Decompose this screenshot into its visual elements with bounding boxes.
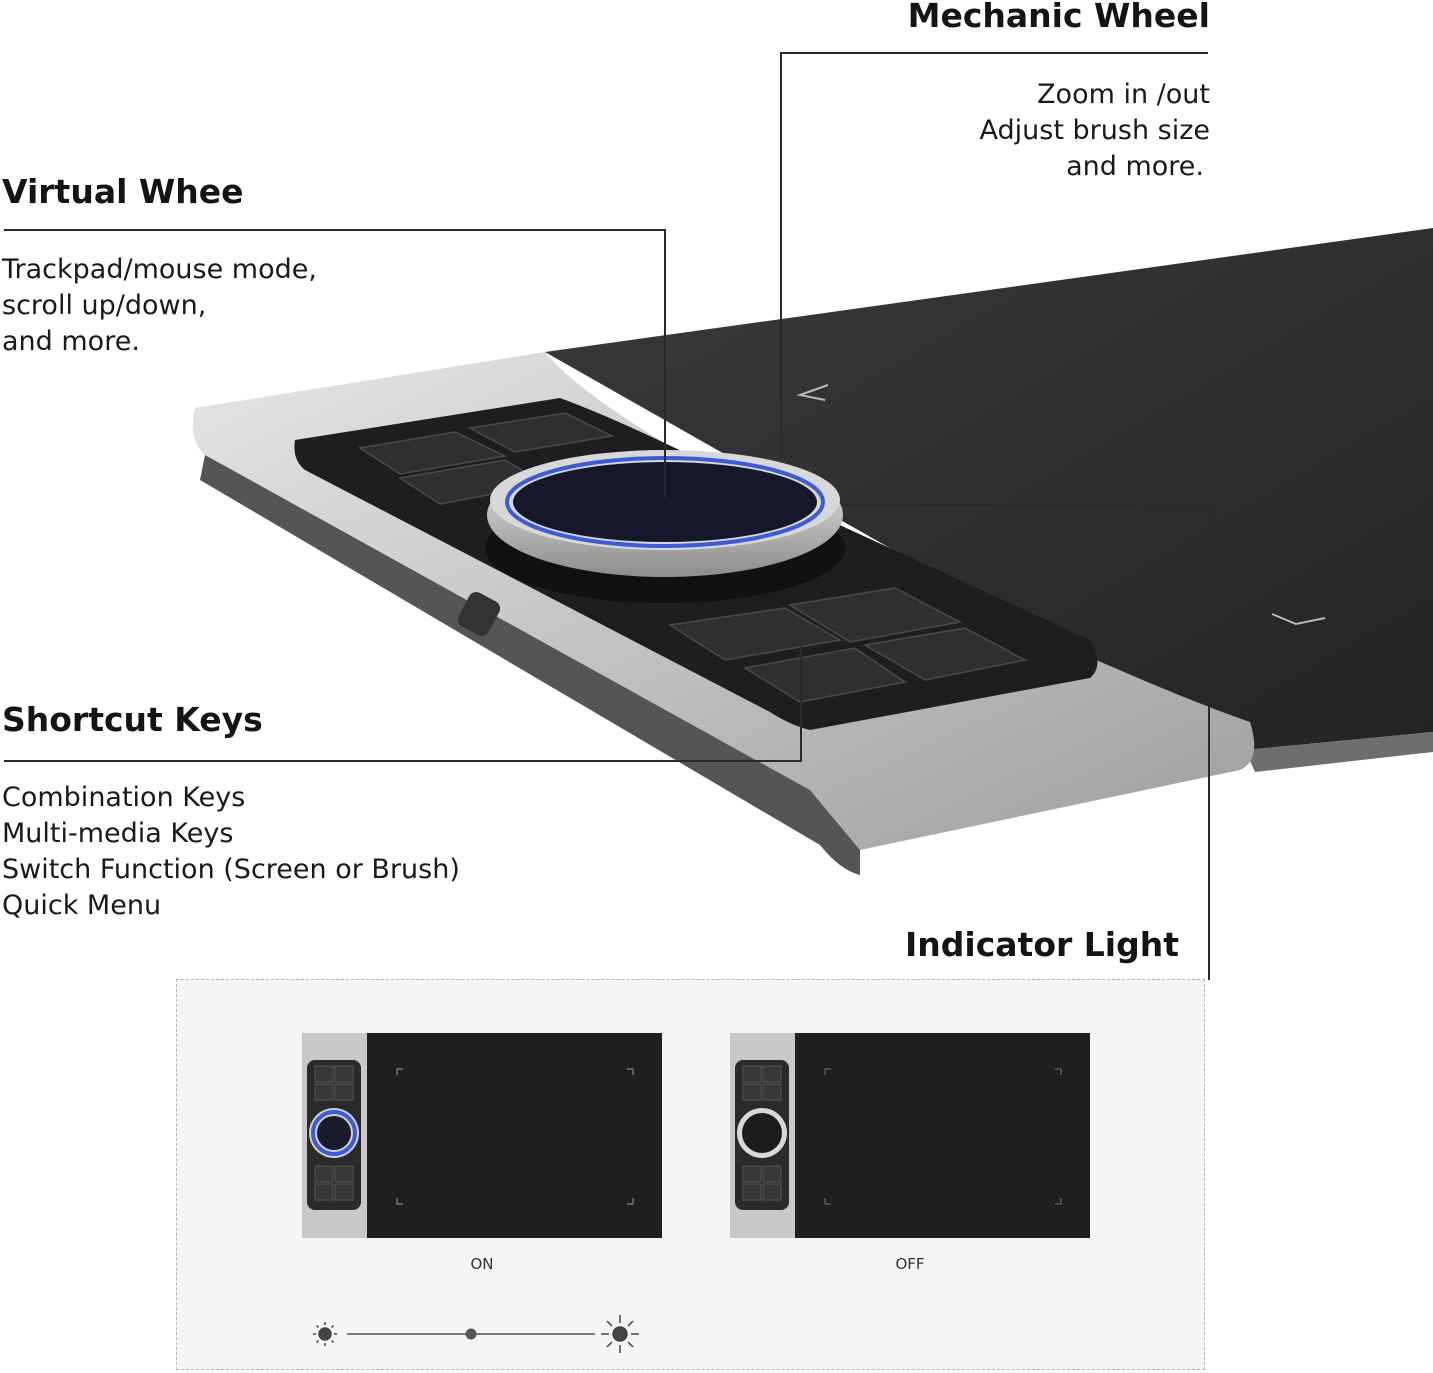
mechanic-wheel-title: Mechanic Wheel xyxy=(907,0,1210,35)
tablet-off-illustration xyxy=(730,1033,1090,1238)
shortcut-keys-line: Combination Keys xyxy=(2,782,246,813)
shortcut-keys-line: Multi-media Keys xyxy=(2,818,234,849)
tablet-on-illustration xyxy=(302,1033,662,1238)
brightness-low-icon xyxy=(313,1322,337,1346)
shortcut-keys-line: Quick Menu xyxy=(2,890,162,921)
virtual-wheel-leader-horizontal xyxy=(4,229,666,231)
brightness-high-icon xyxy=(601,1315,639,1353)
shortcut-keys-leader-horizontal xyxy=(4,760,802,762)
virtual-wheel-pad[interactable] xyxy=(513,462,817,542)
virtual-wheel-description: Trackpad/mouse mode, scroll up/down, and… xyxy=(2,252,317,360)
lower-shortcut-keys[interactable] xyxy=(667,587,1028,703)
indicator-light-title: Indicator Light xyxy=(905,925,1179,964)
mechanic-wheel-line: Zoom in /out xyxy=(1037,79,1210,110)
virtual-wheel-line: and more. xyxy=(2,326,140,357)
shortcut-keys-description: Combination Keys Multi-media Keys Switch… xyxy=(2,780,460,924)
shortcut-keys-title: Shortcut Keys xyxy=(2,700,263,739)
indicator-on-label: ON xyxy=(470,1255,494,1273)
tablet-side-edge xyxy=(200,455,860,875)
virtual-wheel-line: scroll up/down, xyxy=(2,290,207,321)
mechanic-wheel-description: Zoom in /out Adjust brush size and more. xyxy=(980,77,1210,185)
tablet-illustration xyxy=(192,228,1433,875)
mechanic-wheel-leader-horizontal xyxy=(780,52,1208,54)
usb-port xyxy=(457,592,501,636)
mechanic-wheel-line: and more. xyxy=(1066,151,1204,182)
indicator-light-panel: ON OFF xyxy=(176,979,1205,1370)
virtual-wheel-line: Trackpad/mouse mode, xyxy=(2,254,317,285)
tablet-active-surface xyxy=(545,228,1433,750)
tablet-surface-edge xyxy=(1245,732,1433,772)
mechanic-wheel-line: Adjust brush size xyxy=(979,115,1210,146)
shortcut-keys-leader-vertical xyxy=(800,643,802,762)
active-area-corner-mark xyxy=(796,384,829,401)
upper-shortcut-keys[interactable] xyxy=(357,412,615,505)
indicator-illustrations xyxy=(302,1033,1090,1353)
indicator-light-leader-horizontal xyxy=(842,504,1210,506)
indicator-off-label: OFF xyxy=(895,1255,925,1273)
active-area-corner-mark xyxy=(1271,613,1326,626)
shortcut-keys-line: Switch Function (Screen or Brush) xyxy=(2,854,460,885)
mechanic-wheel-leader-vertical xyxy=(780,52,782,462)
virtual-wheel-title: Virtual Whee xyxy=(2,172,244,211)
indicator-light-leader-vertical xyxy=(1208,504,1210,980)
brightness-slider-thumb[interactable] xyxy=(465,1328,477,1340)
virtual-wheel-leader-vertical xyxy=(664,229,666,497)
